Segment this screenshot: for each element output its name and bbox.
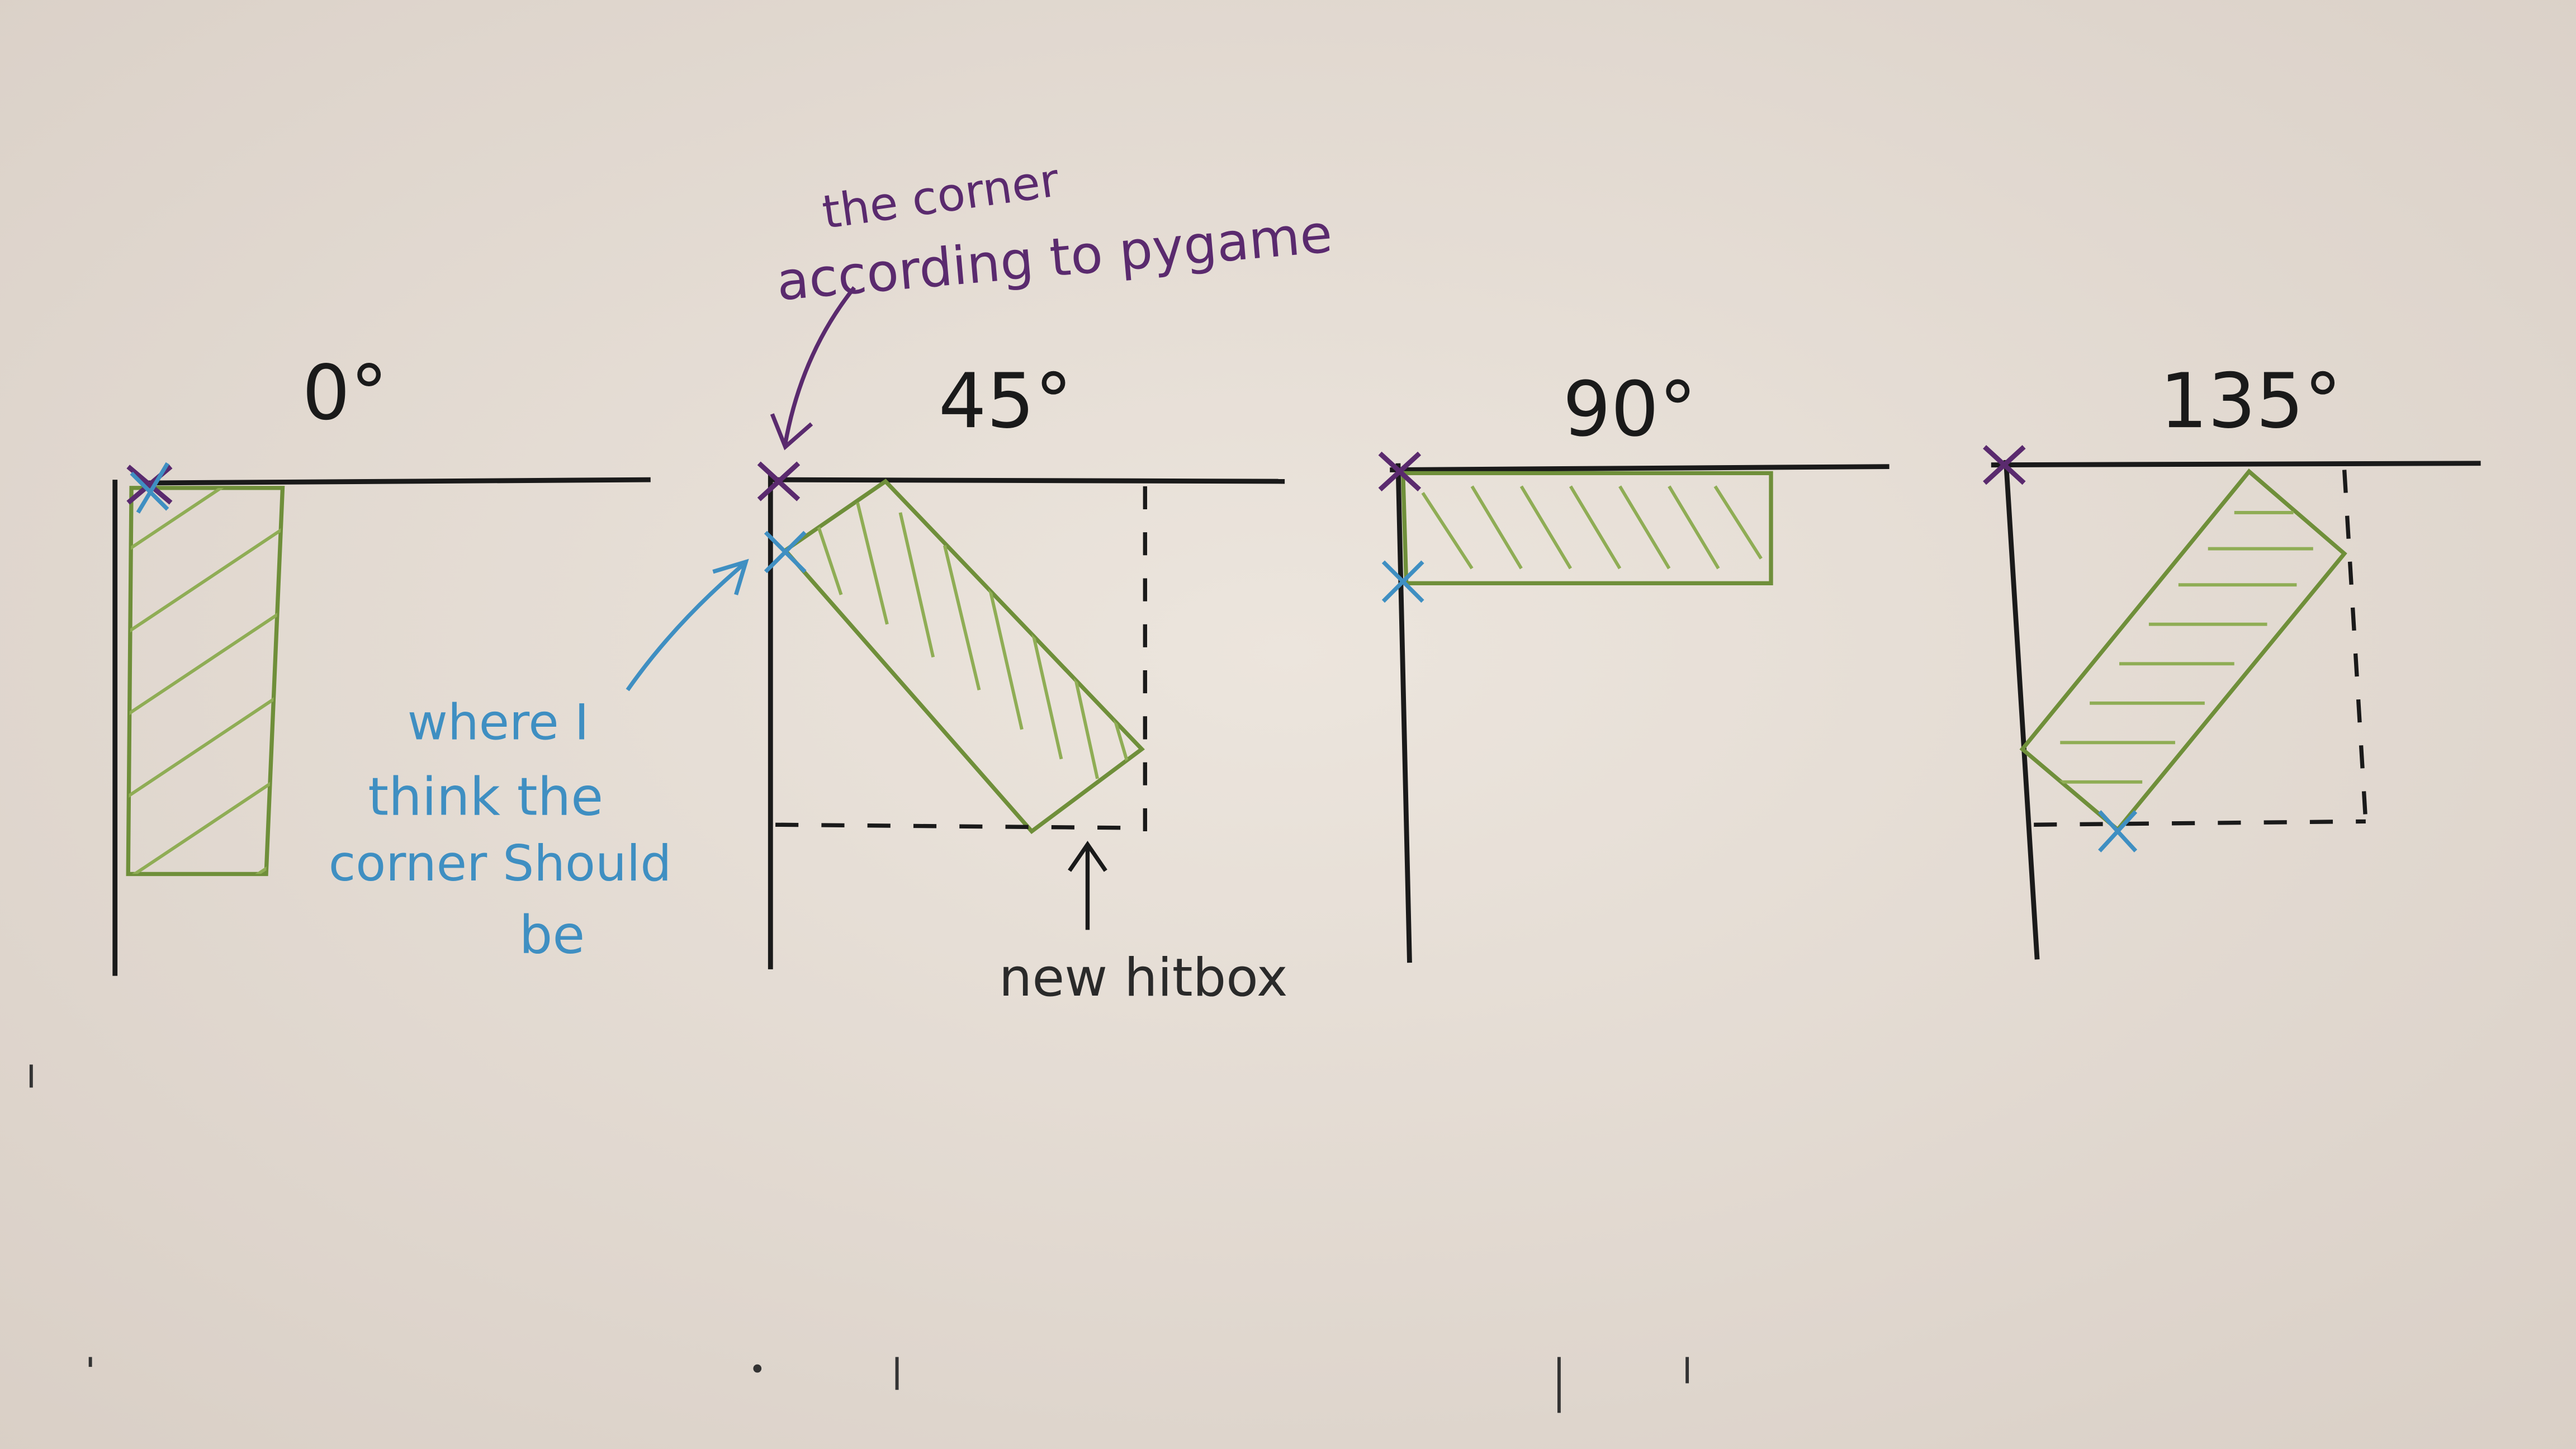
hatching-135 bbox=[2053, 510, 2313, 784]
corner-mark-purple-45 bbox=[757, 461, 801, 501]
angle-label-45: 45° bbox=[939, 357, 1073, 445]
corner-mark-blue-90 bbox=[1381, 560, 1424, 603]
corner-mark-blue-0 bbox=[130, 462, 169, 514]
corner-mark-blue-135 bbox=[2098, 810, 2138, 853]
new-hitbox-arrow bbox=[1068, 841, 1107, 930]
expected-annotation-line-3: corner Should bbox=[329, 835, 672, 892]
x-axis-90 bbox=[1390, 464, 1890, 472]
annotation-expected-corner: where I think the corner Should be bbox=[329, 693, 672, 965]
corner-mark-purple-90 bbox=[1378, 451, 1422, 492]
x-axis-135 bbox=[1991, 461, 2481, 468]
angle-label-135: 135° bbox=[2160, 357, 2342, 445]
x-axis-0 bbox=[144, 477, 651, 486]
rect-45 bbox=[782, 479, 1145, 834]
panel-0-degrees: 0° bbox=[112, 349, 651, 976]
corner-mark-blue-45 bbox=[764, 531, 807, 574]
rect-90 bbox=[1400, 471, 1773, 585]
rect-0 bbox=[126, 486, 285, 877]
hitbox-dashed-135 bbox=[2034, 470, 2368, 827]
expected-annotation-arrow bbox=[626, 558, 749, 692]
hitbox-dashed-45 bbox=[775, 486, 1147, 832]
hatching-45 bbox=[816, 502, 1132, 779]
pygame-annotation-arrow bbox=[770, 286, 856, 451]
expected-annotation-line-2: think the bbox=[368, 767, 603, 828]
corner-mark-purple-135 bbox=[1983, 445, 2026, 485]
new-hitbox-label: new hitbox bbox=[999, 948, 1288, 1008]
hatching-0 bbox=[128, 487, 283, 874]
angle-label-90: 90° bbox=[1562, 366, 1697, 453]
expected-annotation-line-1: where I bbox=[408, 693, 589, 751]
panel-45-degrees: 45° bbox=[757, 357, 1285, 969]
panel-135-degrees: 135° bbox=[1983, 357, 2481, 960]
rect-135 bbox=[2019, 468, 2347, 833]
y-axis-135 bbox=[2003, 460, 2040, 960]
paper-specks bbox=[29, 1064, 1689, 1413]
angle-label-0: 0° bbox=[302, 349, 388, 437]
y-axis-90 bbox=[1395, 463, 1412, 963]
panel-90-degrees: 90° bbox=[1378, 366, 1890, 963]
expected-annotation-line-4: be bbox=[519, 905, 585, 965]
x-axis-45 bbox=[772, 477, 1285, 484]
hatching-90 bbox=[1421, 485, 1763, 570]
